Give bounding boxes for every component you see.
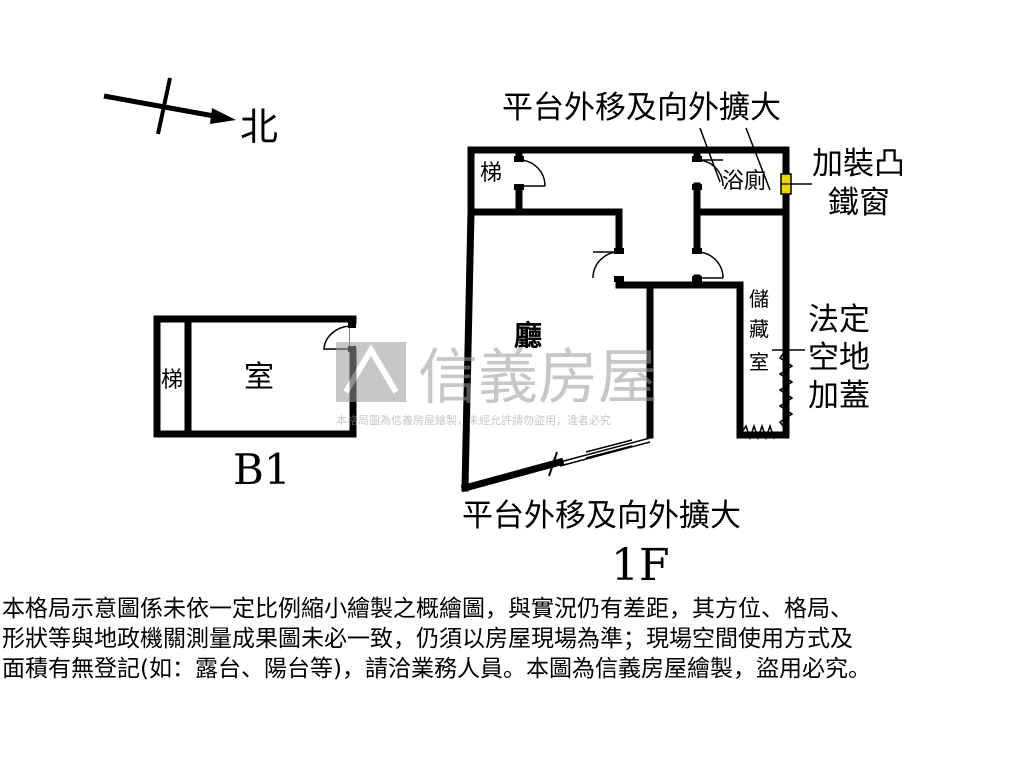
bathroom-label: 浴廁 bbox=[722, 169, 766, 194]
1f-walls bbox=[460, 146, 790, 493]
b1-stair-label: 梯 bbox=[161, 368, 183, 393]
window-icon bbox=[780, 173, 812, 195]
platform-leader-lines bbox=[699, 127, 771, 191]
1f-floor-label: 1F bbox=[611, 540, 670, 590]
bathroom-door-icon bbox=[692, 156, 724, 190]
disclaimer-line-3: 面積有無登記(如：露台、陽台等)，請洽業務人員。本圖為信義房屋繪製，盜用必究。 bbox=[2, 656, 871, 682]
disclaimer-line-1: 本格局示意圖係未依一定比例縮小繪製之概繪圖，與實況仍有差距，其方位、格局、 bbox=[2, 596, 853, 622]
storage-label-3: 室 bbox=[749, 350, 769, 374]
b1-room-label: 室 bbox=[244, 360, 274, 395]
living-room-label: 廳 bbox=[514, 319, 542, 352]
disclaimer: 本格局示意圖係未依一定比例縮小繪製之概繪圖，與實況仍有差距，其方位、格局、 形狀… bbox=[2, 594, 1022, 684]
storage-label-1: 儲 bbox=[749, 287, 769, 311]
watermark: 信義房屋 本格局圖為信義房屋繪製，未經允許請勿盜用，違者必究 bbox=[336, 342, 658, 427]
vacant-note-3: 加蓋 bbox=[808, 378, 870, 414]
north-label: 北 bbox=[240, 105, 278, 149]
window-note-1: 加裝凸 bbox=[812, 146, 905, 182]
floor-plan: 北 梯 室 B1 bbox=[103, 77, 905, 590]
stair-label: 梯 bbox=[480, 161, 502, 186]
b1-floor-label: B1 bbox=[233, 445, 291, 494]
window-note-2: 鐵窗 bbox=[828, 185, 890, 221]
brand-logo-icon bbox=[336, 342, 406, 402]
top-platform-note: 平台外移及向外擴大 bbox=[502, 90, 781, 126]
stair-door-icon bbox=[514, 156, 546, 190]
watermark-notice: 本格局圖為信義房屋繪製，未經允許請勿盜用，違者必究 bbox=[336, 413, 611, 427]
hall-door-left-icon bbox=[592, 248, 624, 282]
bottom-platform-note: 平台外移及向外擴大 bbox=[462, 498, 741, 534]
watermark-brand: 信義房屋 bbox=[418, 343, 658, 413]
hall-door-right-icon bbox=[692, 248, 724, 282]
disclaimer-line-2: 形狀等與地政機關測量成果圖未必一致，仍須以房屋現場為準；現場空間使用方式及 bbox=[2, 626, 853, 652]
storage-label-2: 藏 bbox=[749, 317, 769, 341]
vacant-note-1: 法定 bbox=[808, 302, 870, 338]
sliding-door-icon bbox=[548, 437, 651, 477]
vacant-note-2: 空地 bbox=[808, 340, 870, 376]
vacant-land-marker bbox=[741, 349, 794, 441]
north-arrow bbox=[103, 77, 236, 135]
